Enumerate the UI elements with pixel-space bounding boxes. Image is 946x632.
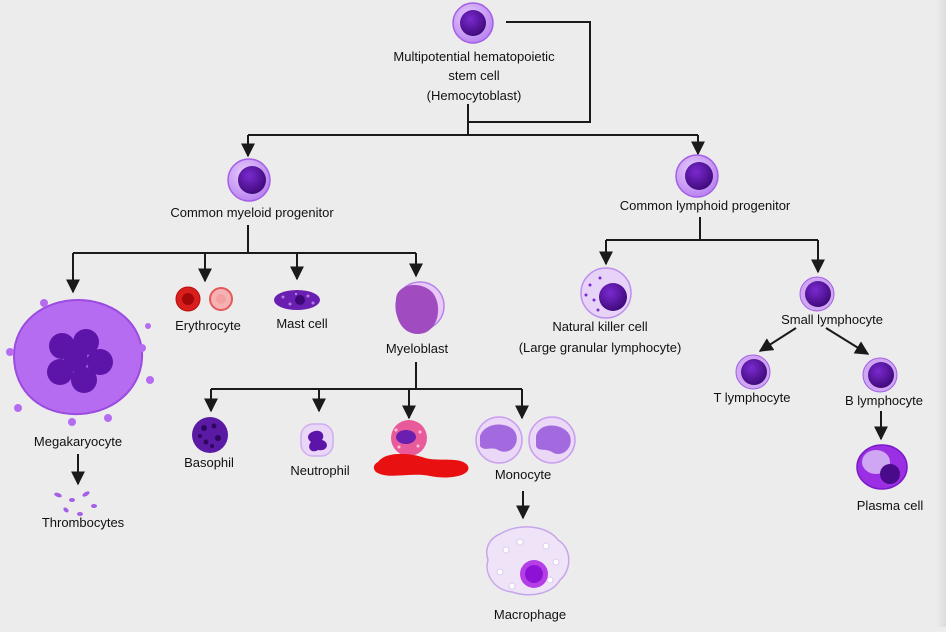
plasma-cell-label: Plasma cell — [856, 498, 924, 513]
stem-cell — [452, 2, 494, 44]
megakaryocyte-label: Megakaryocyte — [33, 434, 123, 449]
myeloblast-label: Myeloblast — [385, 341, 449, 356]
connectors — [66, 21, 888, 520]
mast-cell-label: Mast cell — [276, 316, 328, 331]
b-lymphocyte-label: B lymphocyte — [844, 393, 924, 408]
stem-cell-label-1: Multipotential hematopoietic — [393, 49, 555, 64]
eosinophil-cell — [391, 420, 427, 456]
b-lymphocyte-cell — [862, 357, 898, 393]
small-lymphocyte-label: Small lymphocyte — [781, 312, 883, 327]
monocyte-label: Monocyte — [494, 467, 552, 482]
to-t-lymph-arrow — [758, 327, 797, 352]
t-lymphocyte-cell — [735, 354, 771, 390]
macrophage-cell — [486, 526, 570, 596]
nk-cell-label-2: (Large granular lymphocyte) — [518, 340, 682, 355]
neutrophil-label: Neutrophil — [290, 463, 350, 478]
megakaryocyte-cell — [6, 298, 154, 426]
stem-cell-label-2: stem cell — [448, 68, 500, 83]
erythrocyte-label: Erythrocyte — [175, 318, 241, 333]
lymphoid-progenitor-label: Common lymphoid progenitor — [619, 198, 791, 213]
myeloblast-cell — [395, 281, 445, 334]
myeloid-progenitor-label: Common myeloid progenitor — [170, 205, 334, 220]
redaction-mark — [373, 453, 469, 478]
plasma-cell — [856, 444, 908, 490]
erythrocyte-cells — [175, 286, 233, 312]
macrophage-label: Macrophage — [493, 607, 567, 622]
nk-cell-label-1: Natural killer cell — [552, 319, 648, 334]
mast-cell — [274, 290, 320, 310]
window-edge — [936, 0, 946, 627]
neutrophil-cell — [300, 423, 334, 457]
nk-cell — [580, 267, 632, 319]
basophil-cell — [192, 417, 228, 453]
lymphoid-progenitor-cell — [675, 154, 719, 198]
to-b-lymph-arrow — [825, 327, 870, 355]
basophil-label: Basophil — [184, 455, 234, 470]
thrombocytes — [54, 491, 97, 516]
t-lymphocyte-label: T lymphocyte — [713, 390, 791, 405]
thrombocytes-label: Thrombocytes — [41, 515, 125, 530]
monocyte-cells — [475, 416, 576, 464]
stem-loop-line — [468, 21, 591, 123]
stem-cell-label-3: (Hemocytoblast) — [426, 88, 522, 103]
myeloid-progenitor-cell — [227, 158, 271, 202]
small-lymphocyte-cell — [799, 276, 835, 312]
